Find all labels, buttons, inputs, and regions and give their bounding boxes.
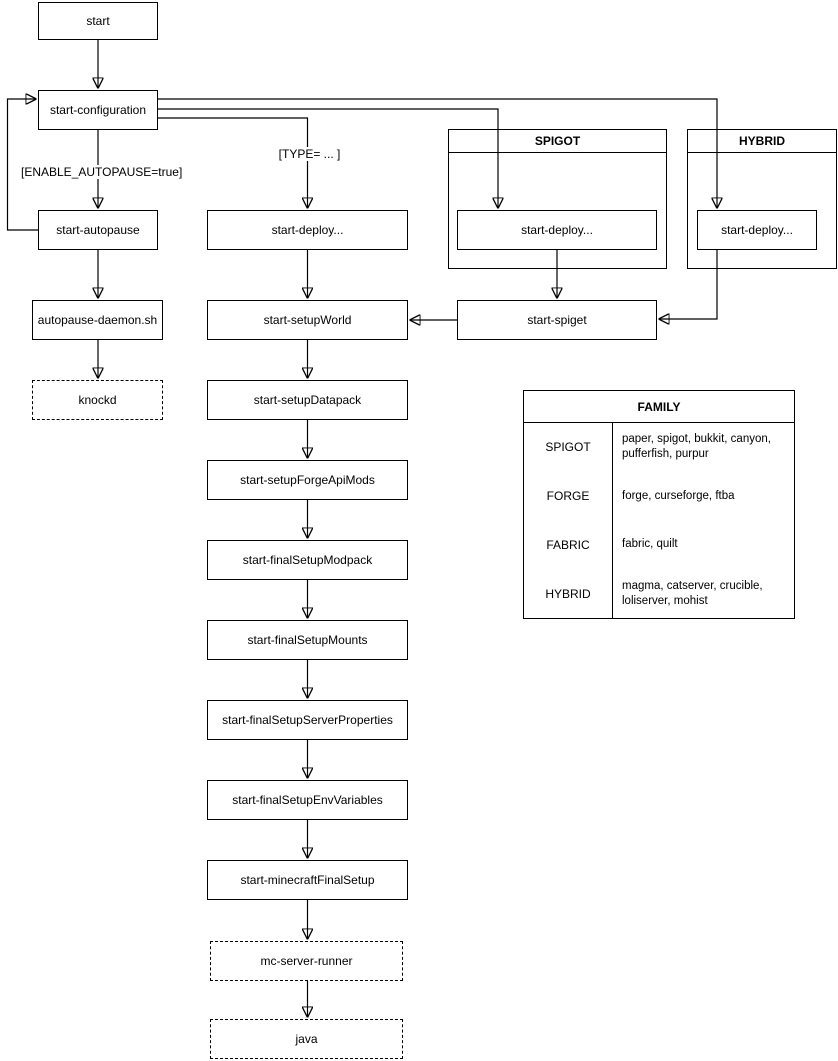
node-autopause-daemon: autopause-daemon.sh — [32, 300, 163, 340]
node-start-setupdatapack: start-setupDatapack — [207, 380, 408, 420]
node-mc-server-runner: mc-server-runner — [210, 941, 403, 981]
node-start-configuration: start-configuration — [38, 90, 158, 130]
family-table-row-spigot: SPIGOT paper, spigot, bukkit, canyon, pu… — [524, 423, 794, 472]
family-name: FABRIC — [524, 520, 613, 570]
node-start-finalsetupserverproperties: start-finalSetupServerProperties — [207, 700, 408, 740]
family-name: HYBRID — [524, 569, 613, 618]
node-start-finalsetupmounts: start-finalSetupMounts — [207, 620, 408, 660]
family-name: SPIGOT — [524, 423, 613, 472]
node-start-finalsetupmodpack: start-finalSetupModpack — [207, 540, 408, 580]
node-start-deploy: start-deploy... — [207, 210, 408, 250]
family-servers: paper, spigot, bukkit, canyon, pufferfis… — [622, 433, 771, 461]
family-table-row-forge: FORGE forge, curseforge, ftba — [524, 471, 794, 521]
node-start-deploy-hybrid: start-deploy... — [697, 210, 817, 250]
family-table-row-fabric: FABRIC fabric, quilt — [524, 520, 794, 570]
family-table-row-hybrid: HYBRID magma, catserver, crucible, lolis… — [524, 569, 794, 618]
family-table-body: SPIGOT paper, spigot, bukkit, canyon, pu… — [524, 423, 794, 618]
family-table: FAMILY SPIGOT paper, spigot, bukkit, can… — [523, 390, 795, 619]
family-servers: forge, curseforge, ftba — [622, 489, 735, 502]
family-name: FORGE — [524, 471, 613, 521]
group-hybrid-title: HYBRID — [688, 130, 836, 153]
edge-label-enable-autopause: [ENABLE_AUTOPAUSE=true] — [19, 165, 183, 179]
node-start-autopause: start-autopause — [38, 210, 158, 250]
node-start-finalsetupenvvariables: start-finalSetupEnvVariables — [207, 780, 408, 820]
family-servers: magma, catserver, crucible, loliserver, … — [622, 579, 763, 607]
edge-label-type: [TYPE= ... ] — [275, 147, 344, 161]
node-start-spiget: start-spiget — [457, 300, 657, 340]
node-java: java — [210, 1019, 403, 1059]
node-start-setupworld: start-setupWorld — [207, 300, 408, 340]
node-start-minecraftfinalsetup: start-minecraftFinalSetup — [207, 860, 408, 900]
group-spigot-title: SPIGOT — [449, 130, 666, 153]
node-start: start — [38, 2, 158, 40]
node-start-setupforgeapimods: start-setupForgeApiMods — [207, 460, 408, 500]
family-servers: fabric, quilt — [622, 538, 678, 551]
node-knockd: knockd — [32, 380, 163, 420]
family-table-title: FAMILY — [524, 391, 794, 423]
node-start-deploy-spigot: start-deploy... — [457, 210, 657, 250]
